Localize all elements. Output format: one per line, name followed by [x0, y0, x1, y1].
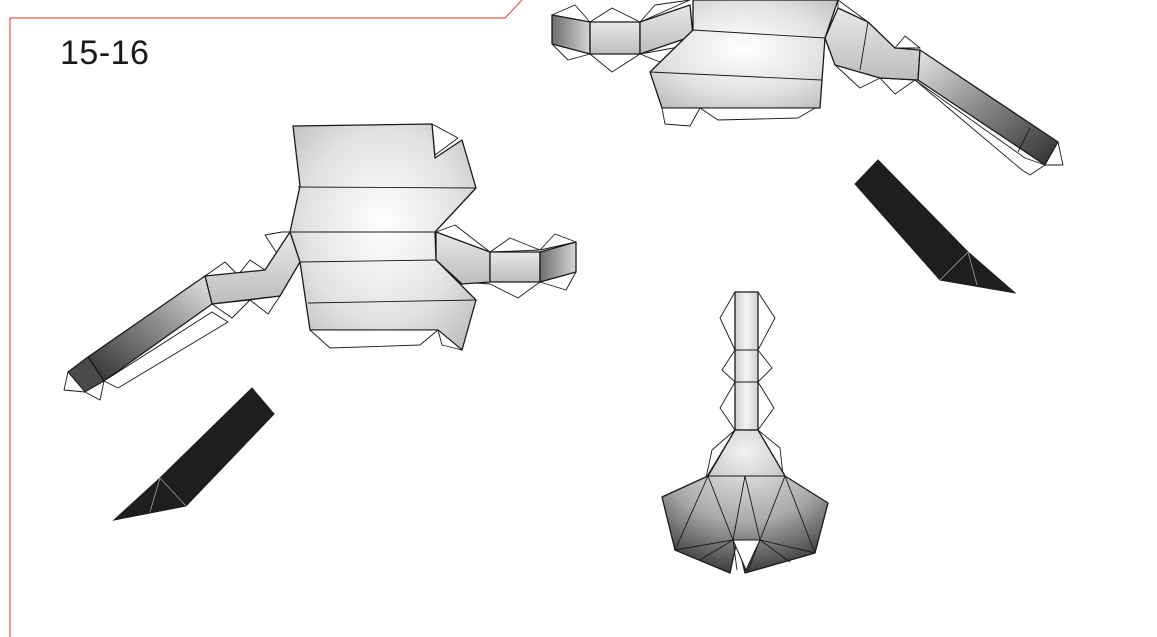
page-number-label: 15-16 — [60, 34, 150, 72]
page-frame-line — [9, 0, 523, 637]
tail-part — [661, 291, 829, 574]
torso-part-left — [63, 123, 577, 401]
blade-part-left — [112, 387, 275, 521]
blade-part-right — [854, 159, 1017, 294]
torso-part-right — [551, 0, 1064, 176]
